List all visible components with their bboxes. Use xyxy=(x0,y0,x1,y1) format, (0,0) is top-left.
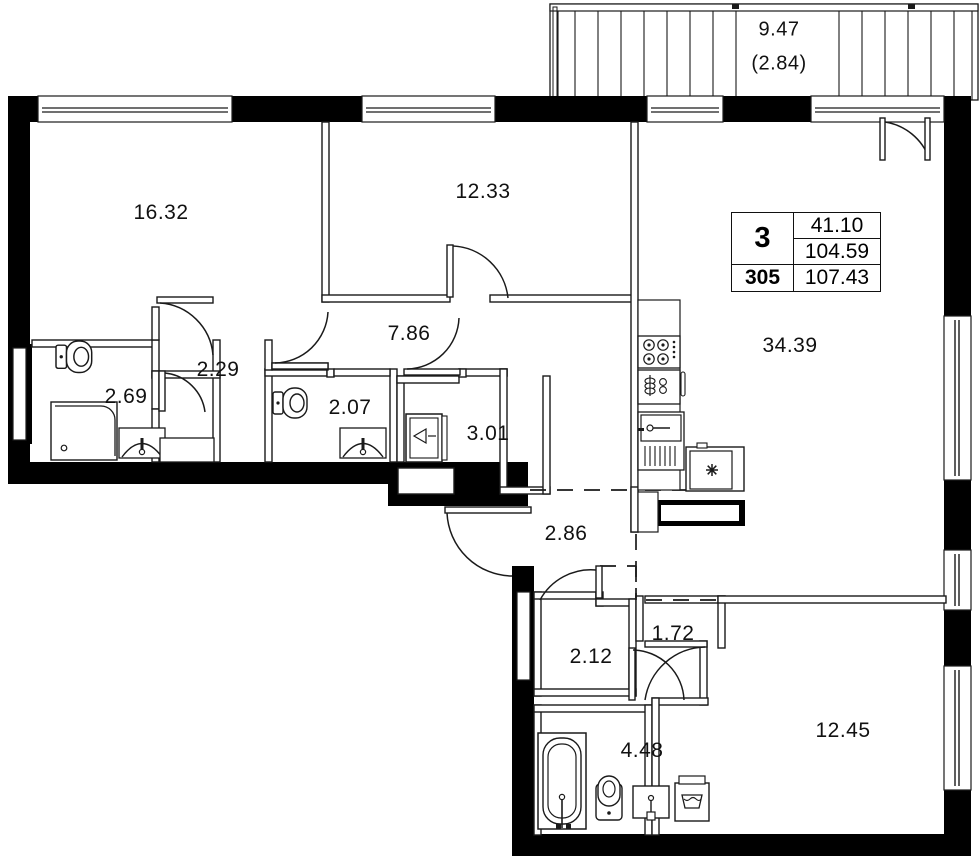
door-bedroom-south xyxy=(644,640,708,701)
room-label-bathroom-south: 4.48 xyxy=(620,739,664,762)
door-bathroom-south xyxy=(628,647,685,701)
toilet-icon xyxy=(55,340,93,374)
area-without-balcony-cell: 104.59 xyxy=(804,239,870,263)
area-living-cell: 41.10 xyxy=(794,213,880,239)
area-total-cell: 107.43 xyxy=(804,266,870,289)
rooms-count-cell: 3 xyxy=(732,213,794,265)
room-label-bathroom-master: 2.69 xyxy=(104,385,148,408)
room-label-wc-guest: 2.07 xyxy=(328,396,372,419)
toilet-icon xyxy=(595,775,623,821)
balcony-area-label: 9.47 xyxy=(758,18,800,41)
balcony-railing xyxy=(549,3,979,101)
areas-cells: 41.10 104.59 xyxy=(794,213,880,265)
room-label-passage-south: 1.72 xyxy=(651,622,695,645)
room-label-corridor: 2.86 xyxy=(544,522,588,545)
room-label-closet-south: 2.12 xyxy=(569,645,613,668)
stove-icon xyxy=(637,335,681,369)
ventilation-shaft xyxy=(397,467,455,495)
door-group xyxy=(156,117,931,701)
washbasin-icon xyxy=(118,427,166,459)
bath-shelf xyxy=(159,437,215,463)
apartment-info-table: 3 305 41.10 104.59 107.43 xyxy=(731,212,881,292)
washbasin-icon xyxy=(339,427,387,459)
washbasin-icon xyxy=(632,785,670,821)
bathtub-icon xyxy=(537,732,587,830)
window-group xyxy=(12,95,972,791)
door-bathroom-master xyxy=(158,370,206,413)
fixtures-group xyxy=(50,299,745,830)
room-label-kitchen-living: 34.39 xyxy=(762,334,818,357)
flat-number-cell: 305 xyxy=(732,265,794,291)
balcony-coefficient-label: (2.84) xyxy=(751,52,807,75)
room-label-dressing-room: 2.29 xyxy=(196,358,240,381)
entrance-door xyxy=(879,117,931,161)
water-heater-icon xyxy=(405,413,448,463)
door-wc-guest xyxy=(271,311,329,370)
door-closet-south xyxy=(539,565,603,601)
oven-icon xyxy=(637,369,686,405)
room-label-hall: 7.86 xyxy=(387,322,431,345)
kitchen-sink-icon xyxy=(637,411,685,471)
refrigerator-icon xyxy=(685,442,745,492)
door-bedroom-north xyxy=(446,244,509,299)
room-label-bedroom-south: 12.45 xyxy=(815,719,871,742)
door-storage xyxy=(403,317,461,376)
shower-tray-icon xyxy=(50,401,118,461)
washing-machine-icon xyxy=(674,775,710,822)
room-label-living-room: 16.32 xyxy=(133,201,189,224)
room-label-storage: 3.01 xyxy=(466,422,510,445)
toilet-icon xyxy=(272,387,308,419)
door-living-room xyxy=(156,296,214,356)
room-label-bedroom-north: 12.33 xyxy=(455,180,511,203)
door-corridor-hall xyxy=(444,506,532,577)
kitchen-lower-cabinet xyxy=(637,491,745,533)
